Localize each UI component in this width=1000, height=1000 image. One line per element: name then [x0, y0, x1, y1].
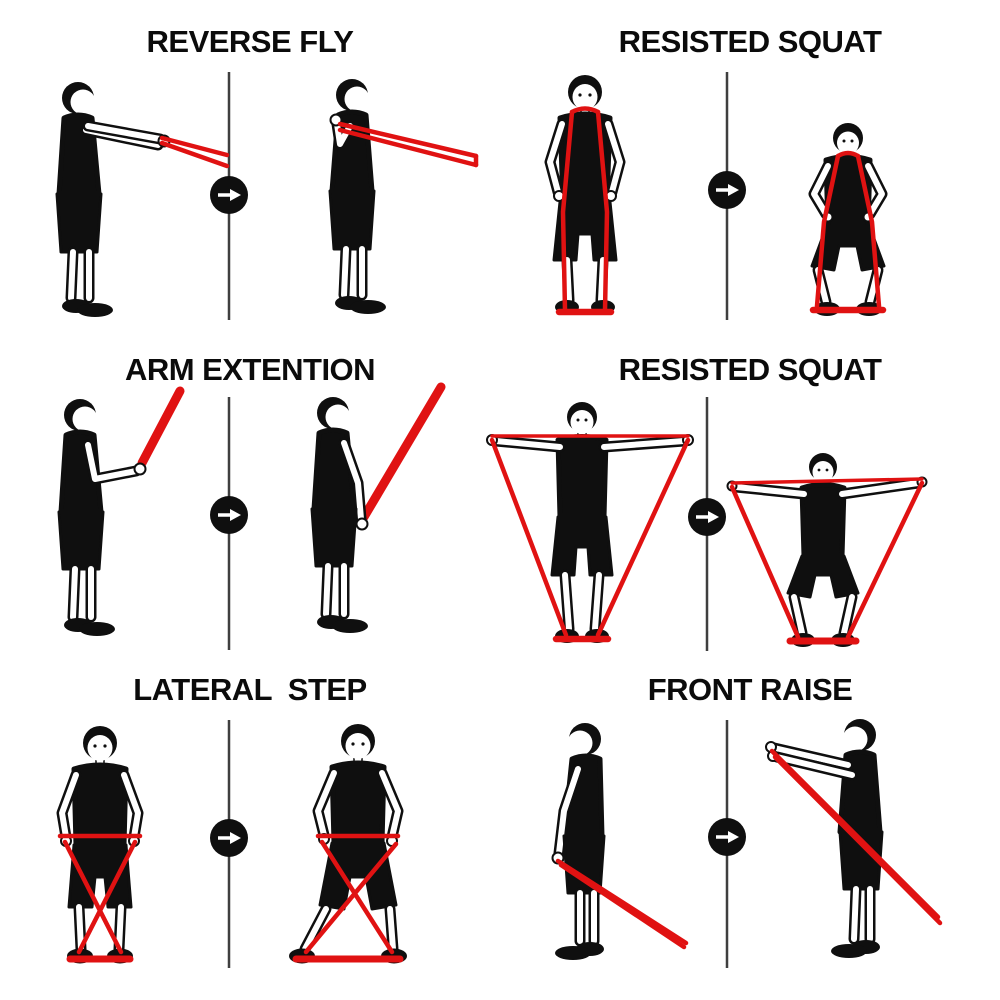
resistance-band [359, 382, 446, 522]
panel-resisted-squat-2: RESISTED SQUAT [486, 340, 1000, 660]
exercise-scene [486, 397, 928, 651]
resistance-band [57, 833, 143, 963]
exercise-scene [551, 719, 943, 968]
panel-title: REVERSE FLY [146, 24, 354, 59]
panel-title: RESISTED SQUAT [618, 24, 882, 59]
transition-arrow-icon [210, 176, 248, 214]
exercise-scene [55, 72, 479, 320]
transition-arrow-icon [708, 818, 746, 856]
panel-front-raise: FRONT RAISE [500, 660, 1000, 1000]
resistance-band [555, 106, 615, 316]
panel-title: FRONT RAISE [647, 672, 853, 707]
panel-arm-extention: ARM EXTENTION [0, 340, 500, 660]
panel-title: ARM EXTENTION [124, 352, 376, 387]
exercise-scene [544, 72, 888, 320]
transition-arrow-icon [708, 171, 746, 209]
start-figure [55, 82, 171, 317]
resistance-band [769, 748, 943, 926]
end-figure [765, 719, 884, 958]
start-figure [486, 402, 694, 643]
end-figure [310, 397, 369, 633]
end-figure [726, 453, 928, 647]
exercise-scene [57, 382, 446, 650]
end-figure [289, 724, 407, 964]
panel-reverse-fly: REVERSE FLY [0, 0, 500, 340]
panel-lateral-step: LATERAL STEP [0, 660, 500, 1000]
resistance-band [337, 121, 479, 168]
start-figure [56, 726, 144, 964]
panel-title: LATERAL STEP [133, 672, 367, 707]
resistance-band [555, 858, 689, 950]
panel-resisted-squat-1: RESISTED SQUAT [500, 0, 1000, 340]
end-figure [328, 79, 386, 314]
transition-arrow-icon [210, 496, 248, 534]
start-figure [57, 399, 147, 636]
panel-title: RESISTED SQUAT [618, 352, 882, 387]
end-figure [808, 123, 888, 316]
exercise-scene [56, 720, 407, 968]
transition-arrow-icon [688, 498, 726, 536]
transition-arrow-icon [210, 819, 248, 857]
resistance-band [489, 434, 691, 643]
start-figure [551, 723, 606, 960]
resistance-band [292, 833, 404, 963]
resistance-band [137, 386, 185, 468]
resistance-band [159, 135, 230, 169]
resistance-band [729, 477, 925, 645]
resistance-band [809, 150, 887, 314]
start-figure [544, 75, 626, 314]
